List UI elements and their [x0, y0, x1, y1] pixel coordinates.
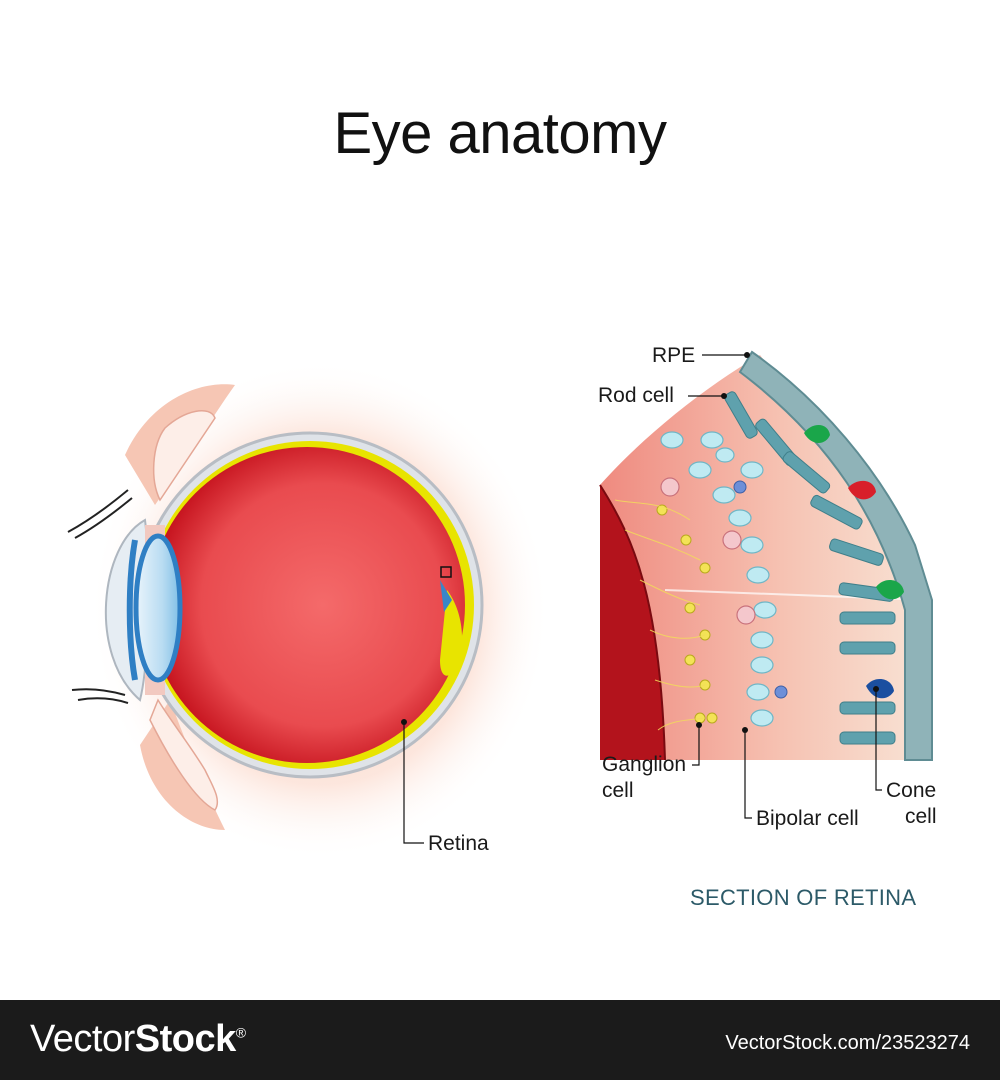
cone-leader-line [875, 689, 882, 791]
watermark-footer: VectorStock® VectorStock.com/23523274 [0, 1000, 1000, 1080]
cone-cell-green [804, 424, 830, 443]
brand-registered-mark: ® [235, 1024, 246, 1041]
section-of-retina-caption: SECTION OF RETINA [690, 885, 917, 910]
rpe-label: RPE [652, 344, 695, 367]
retina-section-illustration: RPE Rod cell Ganglion cell Bipolar cell … [598, 344, 937, 830]
retina-tissue [600, 355, 930, 760]
rod-cell-label: Rod cell [598, 384, 674, 407]
rpe-pointer-dot [744, 352, 750, 358]
cone-cell-red [848, 480, 876, 500]
vectorstock-logo: VectorStock® [30, 1018, 246, 1061]
amacrine-cells [660, 477, 756, 625]
ganglion-leader-line [692, 725, 700, 766]
ganglion-cells [656, 504, 718, 724]
retina-leader-line [403, 722, 424, 844]
vectorstock-url: VectorStock.com/23523274 [725, 1032, 970, 1054]
ganglion-cell-label-line2: cell [602, 779, 634, 802]
vitreous-cut [600, 485, 665, 760]
iris [126, 539, 138, 681]
upper-eyelash [74, 497, 133, 539]
rod-cells [724, 391, 896, 745]
upper-tarsus [152, 410, 216, 502]
ganglion-cell-label-line1: Ganglion [602, 753, 686, 776]
bipolar-cell-label: Bipolar cell [756, 807, 859, 830]
lower-eyelash [71, 688, 126, 696]
inner-limiting-edge [599, 484, 666, 761]
eyeball-illustration: Retina [67, 360, 550, 860]
brand-bold: Stock [134, 1018, 236, 1060]
brand-regular: Vector [30, 1018, 135, 1060]
bipolar-leader-line [744, 730, 752, 819]
lens [133, 533, 183, 683]
bipolar-cells [660, 431, 777, 727]
cone-cell-blue [866, 678, 894, 699]
lower-eyelash [77, 697, 129, 704]
eye-anatomy-diagram: Retina [67, 344, 937, 860]
rod-cell-pointer-dot [721, 393, 727, 399]
upper-eyelash [67, 489, 129, 533]
vitreous-body [149, 447, 465, 763]
macula [440, 590, 463, 676]
fovea [440, 580, 452, 612]
horizontal-cells [733, 480, 788, 699]
retina-zoom-marker [440, 566, 452, 578]
cone-cell-label-line1: Cone [886, 779, 936, 802]
cone-cell-green [876, 579, 904, 600]
page-title: Eye anatomy [333, 101, 667, 166]
nerve-fibres [614, 499, 706, 731]
cone-cell-label-line2: cell [905, 805, 937, 828]
lower-tarsus [149, 698, 219, 811]
retina-label: Retina [428, 832, 489, 855]
